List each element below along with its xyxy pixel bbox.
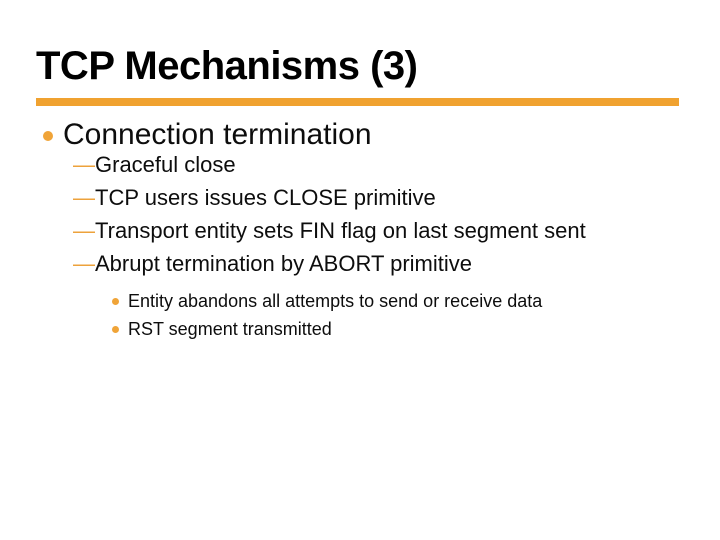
slide-title: TCP Mechanisms (3) (36, 44, 418, 88)
list-item-label: RST segment transmitted (128, 319, 332, 339)
bullet-item-level1-label: Connection termination (63, 118, 372, 151)
bullet-list-level3: Entity abandons all attempts to send or … (112, 287, 542, 343)
list-item: —Abrupt termination by ABORT primitive (73, 247, 586, 280)
dash-bullet-icon: — (73, 218, 95, 243)
bullet-disc-icon (112, 298, 119, 305)
dash-bullet-icon: — (73, 251, 95, 276)
list-item: —Graceful close (73, 148, 586, 181)
bullet-disc-icon (112, 326, 119, 333)
title-underline-rule (36, 98, 679, 106)
dash-bullet-icon: — (73, 152, 95, 177)
list-item: —TCP users issues CLOSE primitive (73, 181, 586, 214)
bullet-list-level2: —Graceful close —TCP users issues CLOSE … (73, 148, 586, 280)
list-item: RST segment transmitted (112, 315, 542, 343)
dash-bullet-icon: — (73, 185, 95, 210)
list-item: —Transport entity sets FIN flag on last … (73, 214, 586, 247)
list-item-label: Entity abandons all attempts to send or … (128, 291, 543, 311)
list-item-label: Graceful close (95, 152, 236, 177)
list-item-label: Abrupt termination by ABORT primitive (95, 251, 473, 276)
list-item-label: Transport entity sets FIN flag on last s… (95, 218, 586, 243)
bullet-disc-icon (43, 131, 53, 141)
list-item: Entity abandons all attempts to send or … (112, 287, 542, 315)
bullet-item-level1: Connection termination (36, 117, 372, 153)
list-item-label: TCP users issues CLOSE primitive (95, 185, 436, 210)
